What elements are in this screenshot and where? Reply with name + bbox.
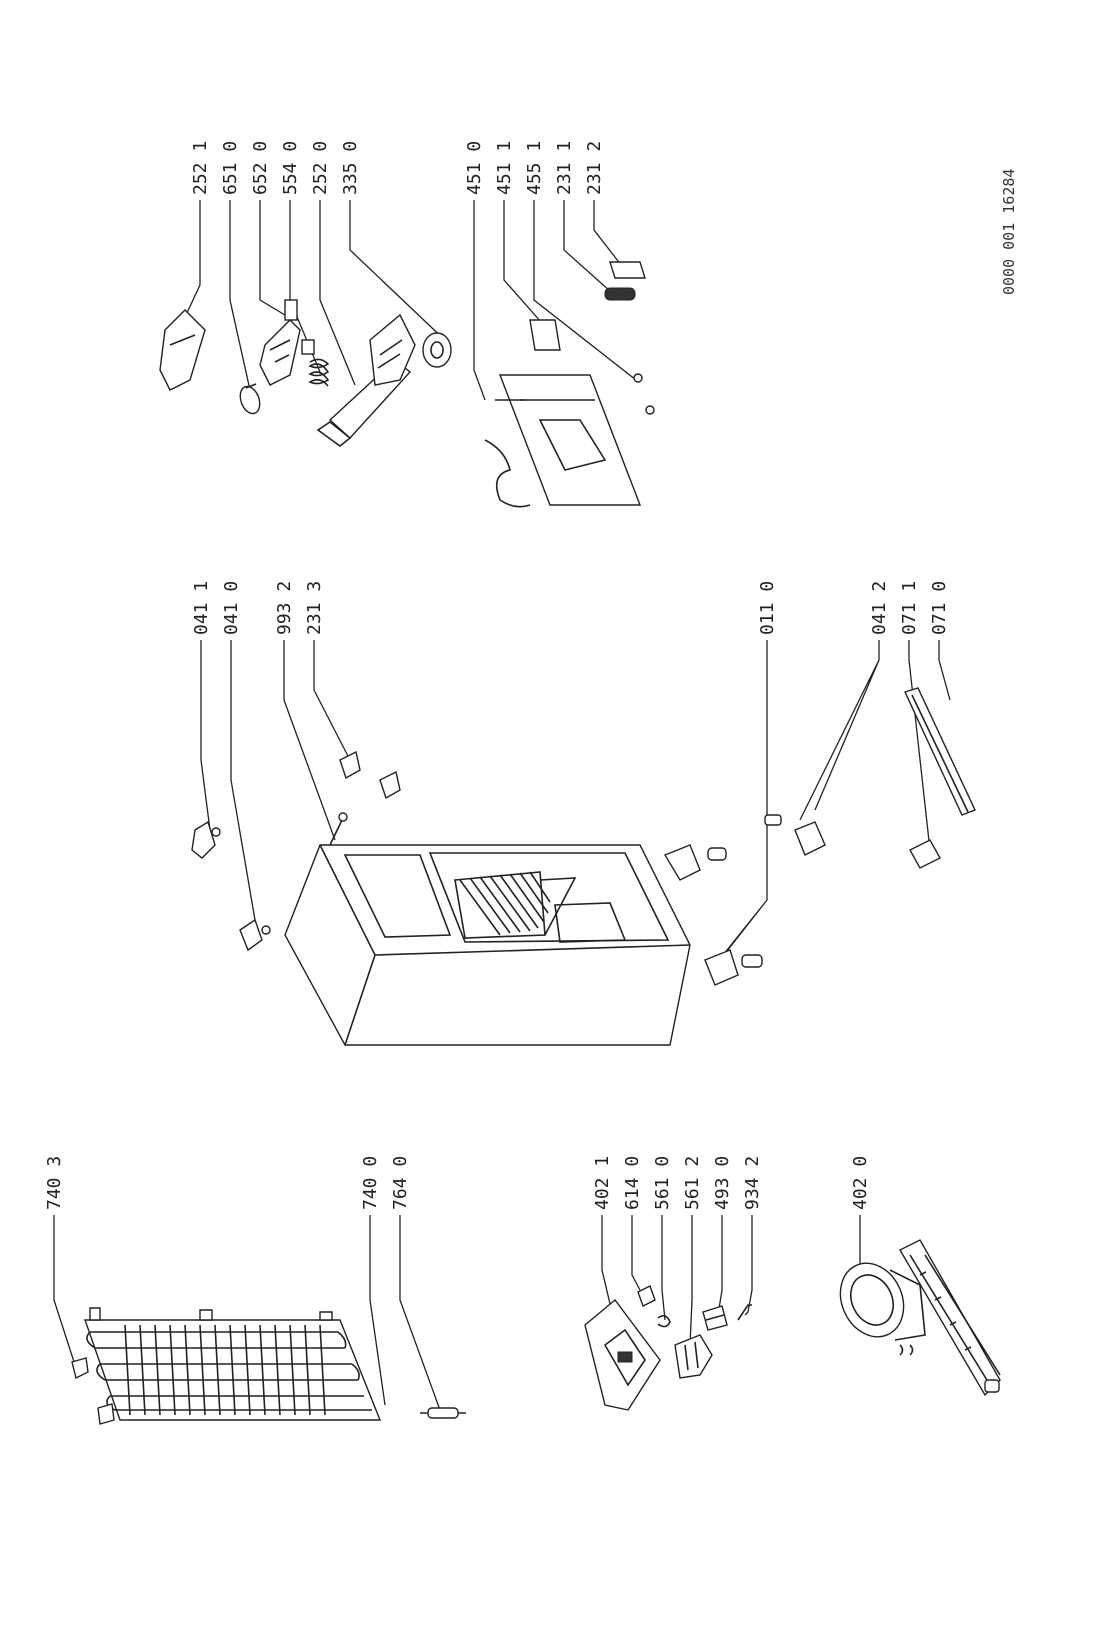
label-041-0: 041 0 [221,581,242,635]
label-041-2: 041 2 [869,581,890,635]
label-231-2: 231 2 [584,141,605,195]
svg-text:455 1: 455 1 [524,141,545,195]
wire-934-2 [737,1304,752,1321]
svg-text:071 0: 071 0 [929,581,950,635]
label-402-1: 402 1 [592,1156,613,1210]
svg-text:993 2: 993 2 [274,581,295,635]
svg-text:335 0: 335 0 [340,141,361,195]
leader-lines-top-right [185,200,637,401]
svg-text:041 1: 041 1 [191,581,212,635]
cabinet-body [284,844,691,1046]
condenser-740-0 [84,1307,382,1421]
label-934-2: 934 2 [742,1156,763,1210]
lamp-holder-652-0 [259,299,301,386]
svg-text:041 2: 041 2 [869,581,890,635]
overload-561-2 [674,1334,713,1379]
svg-text:764 0: 764 0 [390,1156,411,1210]
cover-402-1 [584,1298,661,1411]
foot-011-0 [663,844,763,986]
label-335-0: 335 0 [340,141,361,195]
evaporator-fins [459,871,551,936]
svg-text:231 2: 231 2 [584,141,605,195]
clip-561-0 [657,1314,671,1328]
svg-text:252 1: 252 1 [190,141,211,195]
drier-764-0 [420,1407,466,1419]
svg-text:041 0: 041 0 [221,581,242,635]
svg-text:740 0: 740 0 [360,1156,381,1210]
screw-455-1 [633,373,655,415]
thermostat-bracket-252-1 [159,309,206,391]
svg-text:451 1: 451 1 [494,141,515,195]
label-402-0: 402 0 [850,1156,871,1210]
hinge-041-2 [764,814,826,856]
cover-071-1 [909,839,941,869]
label-455-1: 455 1 [524,141,545,195]
capacitor-493-0 [702,1305,728,1331]
svg-text:231 1: 231 1 [554,141,575,195]
svg-text:252 0: 252 0 [310,141,331,195]
hinge-041-1 [191,820,221,859]
svg-text:402 0: 402 0 [850,1156,871,1210]
thermostat-housing-252-0 [316,313,416,448]
label-554-0: 554 0 [280,141,301,195]
clip-231-1 [604,287,636,301]
label-740-0: 740 0 [360,1156,381,1210]
label-652-0: 652 0 [250,141,271,195]
bracket-231-2 [609,261,646,279]
relay-614-0 [637,1285,656,1307]
label-740-3: 740 3 [44,1156,65,1210]
label-231-3: 231 3 [304,581,325,635]
svg-text:934 2: 934 2 [742,1156,763,1210]
svg-text:652 0: 652 0 [250,141,271,195]
svg-text:614 0: 614 0 [622,1156,643,1210]
svg-text:071 1: 071 1 [899,581,920,635]
label-493-0: 493 0 [712,1156,733,1210]
svg-text:740 3: 740 3 [44,1156,65,1210]
label-071-0: 071 0 [929,581,950,635]
svg-text:493 0: 493 0 [712,1156,733,1210]
label-231-1: 231 1 [554,141,575,195]
label-764-0: 764 0 [390,1156,411,1210]
label-561-0: 561 0 [652,1156,673,1210]
hinge-041-0 [239,918,271,952]
foot-231-3 [339,750,401,800]
knob-335-0 [422,332,452,368]
leader-lines-bottom-left [53,1215,441,1411]
label-252-0: 252 0 [310,141,331,195]
svg-text:561 2: 561 2 [682,1156,703,1210]
label-071-1: 071 1 [899,581,920,635]
label-614-0: 614 0 [622,1156,643,1210]
plate-451-1 [529,319,561,351]
grommet-740-3 [71,1357,115,1425]
svg-text:402 1: 402 1 [592,1156,613,1210]
label-993-2: 993 2 [274,581,295,635]
lamp-bulb-651-0 [239,383,261,415]
compressor-402-0 [839,1239,1001,1397]
label-011-0: 011 0 [757,581,778,635]
label-651-0: 651 0 [220,141,241,195]
label-252-1: 252 1 [190,141,211,195]
svg-text:451 0: 451 0 [464,141,485,195]
drawing-code: 0000 001 16284 [1000,169,1018,295]
rail-071-0 [904,687,976,816]
svg-text:0000 001 16284: 0000 001 16284 [1000,169,1018,295]
svg-text:561 0: 561 0 [652,1156,673,1210]
svg-text:011 0: 011 0 [757,581,778,635]
label-561-2: 561 2 [682,1156,703,1210]
evaporator-plate-451-0 [484,374,642,508]
condenser-coils [86,1331,372,1411]
svg-text:554 0: 554 0 [280,141,301,195]
label-451-1: 451 1 [494,141,515,195]
pin-993-2 [329,812,348,846]
label-041-1: 041 1 [191,581,212,635]
spring-554-0 [301,339,330,387]
svg-text:651 0: 651 0 [220,141,241,195]
label-451-0: 451 0 [464,141,485,195]
leader-lines-middle [200,640,951,966]
svg-text:231 3: 231 3 [304,581,325,635]
